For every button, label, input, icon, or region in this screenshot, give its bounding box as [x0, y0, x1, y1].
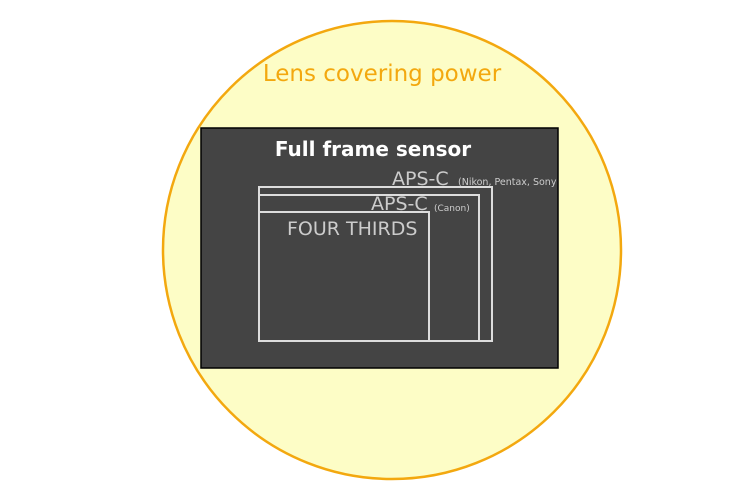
aps-c-canon-name: APS-C [371, 193, 428, 215]
aps-c-canon-detail: (Canon) [434, 204, 470, 214]
diagram-title: Lens covering power [263, 61, 502, 87]
four-thirds-outline [258, 211, 430, 342]
full-frame-label: Full frame sensor [275, 137, 471, 161]
full-frame-sensor [200, 127, 559, 369]
aps-c-nikon-detail: (Nikon, Pentax, Sony [458, 177, 557, 188]
aps-c-nikon-name: APS-C [392, 168, 449, 190]
four-thirds-name: FOUR THIRDS [287, 218, 417, 240]
